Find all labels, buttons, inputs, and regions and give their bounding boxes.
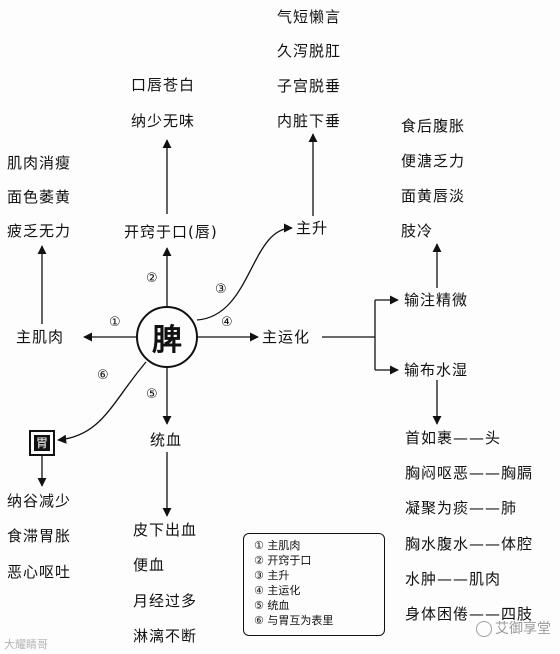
legend-item: ① 主肌肉 bbox=[254, 539, 301, 552]
wei-symptom: 恶心呕吐 bbox=[7, 563, 72, 581]
arrow-center-to-zhusheng bbox=[196, 223, 293, 321]
number-2: ② bbox=[146, 271, 158, 286]
zhusheng-symptom: 子宫脱垂 bbox=[277, 77, 342, 95]
node-kaiqiao: 开窍于口(唇) bbox=[124, 223, 218, 241]
zhusheng-symptom: 气短懒言 bbox=[277, 8, 342, 26]
wechat-logo-icon bbox=[476, 621, 492, 637]
arrow-center-to-wei bbox=[57, 361, 147, 444]
spleen-node: 脾 bbox=[136, 306, 198, 368]
node-zhuyunhua: 主运化 bbox=[262, 328, 311, 346]
shuishi-symptom: 凝聚为痰——肺 bbox=[405, 499, 518, 517]
number-4: ④ bbox=[221, 315, 233, 330]
legend-item: ③ 主升 bbox=[254, 569, 290, 582]
jingwei-symptom: 便溏乏力 bbox=[401, 152, 466, 170]
tongxue-symptom: 皮下出血 bbox=[133, 521, 198, 539]
stomach-label: 胃 bbox=[33, 435, 50, 451]
tongxue-symptom: 月经过多 bbox=[133, 592, 198, 610]
jingwei-symptom: 肢冷 bbox=[401, 222, 434, 240]
shuishi-symptom: 胸闷呕恶——胸膈 bbox=[405, 464, 534, 482]
node-zhusheng: 主升 bbox=[296, 219, 329, 237]
number-5: ⑤ bbox=[146, 387, 158, 402]
watermark-right: 艾御享堂 bbox=[476, 618, 551, 638]
kaiqiao-symptom: 纳少无味 bbox=[131, 112, 196, 130]
jingwei-symptom: 食后腹胀 bbox=[401, 117, 466, 135]
legend-item: ⑤ 统血 bbox=[254, 599, 290, 612]
jirou-symptom: 肌肉消瘦 bbox=[7, 154, 72, 172]
number-3: ③ bbox=[215, 282, 227, 297]
number-6: ⑥ bbox=[97, 368, 109, 383]
kaiqiao-symptom: 口唇苍白 bbox=[131, 76, 196, 94]
legend-item: ④ 主运化 bbox=[254, 584, 301, 597]
wei-symptom: 食滞胃胀 bbox=[7, 527, 72, 545]
legend-box: ① 主肌肉 ② 开窍于口 ③ 主升 ④ 主运化 ⑤ 统血 ⑥ 与胃互为表里 bbox=[243, 533, 385, 636]
node-shubu-shuishi: 输布水湿 bbox=[404, 361, 469, 379]
stomach-node: 胃 bbox=[29, 430, 55, 456]
legend-item: ⑥ 与胃互为表里 bbox=[254, 614, 334, 627]
node-shuzhu-jingwei: 输注精微 bbox=[404, 291, 469, 309]
shuishi-symptom: 水肿——肌肉 bbox=[405, 570, 502, 588]
legend-item: ② 开窍于口 bbox=[254, 554, 312, 567]
watermark-left: 大耀睛哥 bbox=[4, 638, 48, 651]
shuishi-symptom: 首如裹——头 bbox=[405, 429, 502, 447]
watermark-right-label: 艾御享堂 bbox=[495, 621, 551, 637]
spleen-label: 脾 bbox=[152, 323, 182, 358]
number-1: ① bbox=[109, 315, 121, 330]
wei-symptom: 纳谷减少 bbox=[7, 492, 72, 510]
zhusheng-symptom: 久泻脱肛 bbox=[277, 42, 342, 60]
jirou-symptom: 面色萎黄 bbox=[7, 188, 72, 206]
shuishi-symptom: 身体困倦——四肢 bbox=[405, 605, 534, 623]
zhusheng-symptom: 内脏下垂 bbox=[277, 112, 342, 130]
shuishi-symptom: 胸水腹水——体腔 bbox=[405, 535, 534, 553]
node-zhujirou: 主肌肉 bbox=[16, 328, 65, 346]
tongxue-symptom: 便血 bbox=[133, 556, 166, 574]
jingwei-symptom: 面黄唇淡 bbox=[401, 187, 466, 205]
node-tongxue: 统血 bbox=[150, 431, 183, 449]
tongxue-symptom: 淋漓不断 bbox=[133, 627, 198, 645]
jirou-symptom: 疲乏无力 bbox=[7, 222, 72, 240]
